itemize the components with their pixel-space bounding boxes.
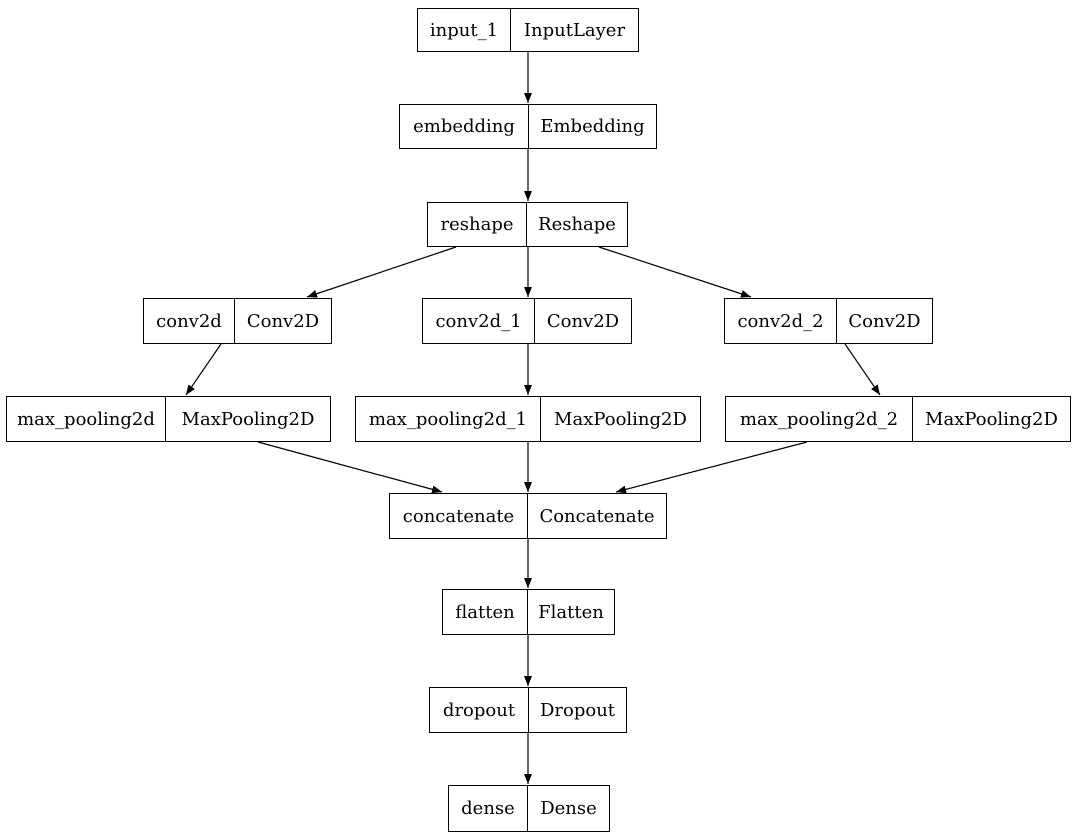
edge-conv2d-to-max_pooling2d	[185, 343, 222, 396]
edge-reshape-to-conv2d_2	[598, 246, 752, 298]
node-embedding-name-label: embedding	[400, 105, 529, 148]
node-dropout-type-label: Dropout	[539, 699, 616, 721]
node-max_pooling2d: max_pooling2d MaxPooling2D	[6, 396, 331, 442]
node-reshape-name-label: reshape	[428, 203, 527, 246]
node-conv2d_2: conv2d_2 Conv2D	[724, 298, 933, 344]
node-flatten-type-label: Flatten	[538, 601, 604, 623]
node-embedding: embedding Embedding	[399, 104, 657, 149]
node-input_1-name-label: input_1	[418, 9, 511, 51]
node-dense-name-label: dense	[449, 786, 528, 831]
node-concatenate: concatenate Concatenate	[389, 493, 667, 539]
node-conv2d_1-name-label: conv2d_1	[423, 299, 535, 343]
node-max_pooling2d_1: max_pooling2d_1 MaxPooling2D	[355, 396, 701, 442]
edge-max_pooling2d-to-concatenate	[257, 441, 443, 494]
node-max_pooling2d-type-label: MaxPooling2D	[181, 408, 315, 430]
node-reshape-type-label: Reshape	[538, 214, 616, 235]
node-conv2d_2-type-label: Conv2D	[848, 310, 921, 332]
node-dense-type-label: Dense	[540, 798, 597, 819]
node-flatten: flatten Flatten	[442, 589, 615, 635]
node-conv2d_1: conv2d_1 Conv2D	[422, 298, 632, 344]
edge-max_pooling2d_2-to-concatenate	[615, 441, 808, 494]
edge-reshape-to-conv2d	[306, 246, 457, 298]
node-dropout: dropout Dropout	[429, 687, 627, 733]
node-dense: dense Dense	[448, 785, 610, 832]
node-max_pooling2d_1-type-label: MaxPooling2D	[554, 408, 687, 430]
node-max_pooling2d-name-label: max_pooling2d	[7, 397, 166, 441]
node-conv2d_2-name-label: conv2d_2	[725, 299, 837, 343]
node-reshape: reshape Reshape	[427, 202, 628, 247]
node-input_1-type-label: InputLayer	[523, 19, 626, 41]
node-concatenate-type-label: Concatenate	[539, 505, 655, 527]
node-conv2d_1-type-label: Conv2D	[546, 310, 620, 332]
edge-conv2d_2-to-max_pooling2d_2	[844, 343, 881, 396]
node-max_pooling2d_1-name-label: max_pooling2d_1	[356, 397, 541, 441]
node-flatten-name-label: flatten	[443, 590, 528, 634]
node-input_1: input_1 InputLayer	[417, 8, 639, 52]
node-conv2d-name-label: conv2d	[144, 299, 235, 343]
node-max_pooling2d_2: max_pooling2d_2 MaxPooling2D	[725, 396, 1071, 442]
node-conv2d: conv2d Conv2D	[143, 298, 332, 344]
node-dropout-name-label: dropout	[430, 688, 529, 732]
node-conv2d-type-label: Conv2D	[246, 310, 320, 332]
node-concatenate-name-label: concatenate	[390, 494, 528, 538]
node-embedding-type-label: Embedding	[540, 116, 645, 137]
node-max_pooling2d_2-type-label: MaxPooling2D	[925, 408, 1058, 430]
node-max_pooling2d_2-name-label: max_pooling2d_2	[726, 397, 913, 441]
